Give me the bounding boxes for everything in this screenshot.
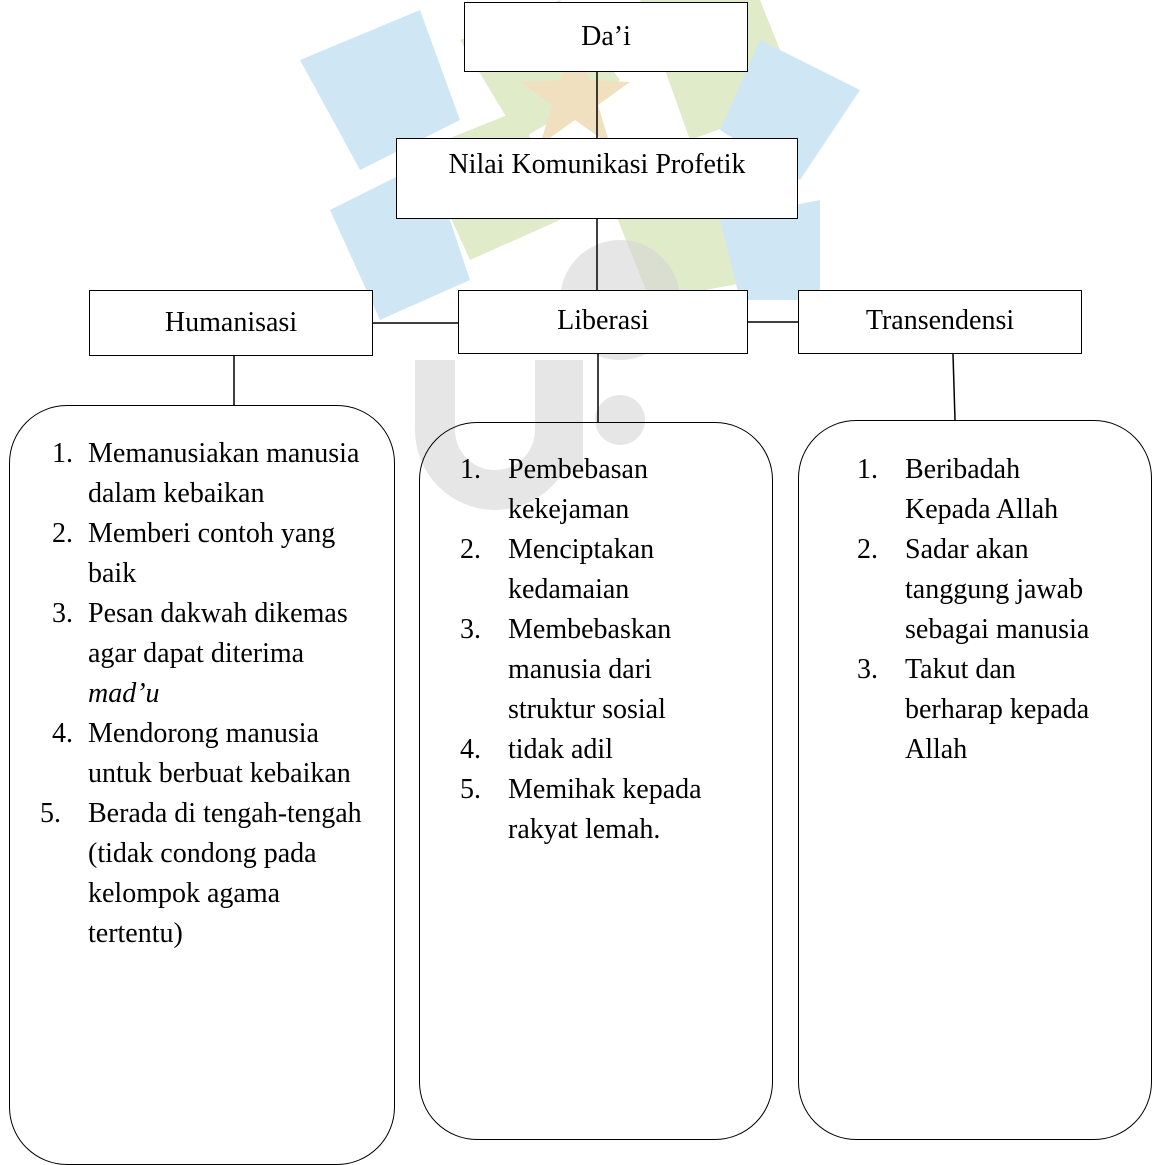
branch-transendensi-box: Transendensi [798,290,1082,354]
list-item: 2. Menciptakan kedamaian [460,530,735,610]
list-item-number: 3. [857,654,878,685]
center-node-box: Nilai Komunikasi Profetik [396,138,798,219]
list-item-number: 2. [52,518,73,549]
list-item-number: 5. [40,798,61,829]
branch-humanisasi-box: Humanisasi [89,290,373,356]
list-item-text: Memanusiakan manusia dalam kebaikan [88,438,360,509]
branch-humanisasi-label: Humanisasi [164,307,298,338]
list-item: 3. Membebaskan manusia dari struktur sos… [460,610,735,730]
list-item: 1. Memanusiakan manusia dalam kebaikan [40,434,370,514]
panel-transendensi [798,420,1152,1140]
list-item-text: Menciptakan kedamaian [508,534,655,605]
list-item-text: Mendorong manusia untuk berbuat kebaikan [88,718,351,789]
list-item-number: 3. [460,614,481,645]
list-item-text: Takut dan berharap kepada Allah [905,654,1090,765]
list-item: 4. Mendorong manusia untuk berbuat kebai… [40,714,370,794]
list-item-number: 4. [460,734,481,765]
list-item-text: tidak adil [508,734,613,765]
list-item: 1. Beribadah Kepada Allah [857,450,1112,530]
branch-liberasi-label: Liberasi [557,305,649,336]
center-node-label: Nilai Komunikasi Profetik [448,149,746,180]
list-item: 2. Sadar akan tanggung jawab sebagai man… [857,530,1112,650]
panel-liberasi [419,422,773,1140]
list-item: 1. Pembebasan kekejaman [460,450,735,530]
list-item-text: Berada di tengah-tengah (tidak condong p… [88,798,362,949]
list-item: 5. Berada di tengah-tengah (tidak condon… [40,794,370,954]
list-item-text: Pembebasan kekejaman [508,454,648,525]
root-node-box: Da’i [464,2,748,72]
list-item-number: 1. [857,454,878,485]
root-node-label: Da’i [581,21,631,52]
list-item-number: 3. [52,598,73,629]
liberasi-list: 1. Pembebasan kekejaman 2. Menciptakan k… [460,450,735,850]
line-transendensi-to-panel [952,353,956,421]
list-item: 3. Takut dan berharap kepada Allah [857,650,1112,770]
list-item-number: 2. [857,534,878,565]
list-item-text: Pesan dakwah dikemas agar dapat diterima [88,598,348,669]
list-item-text: Membebaskan manusia dari struktur sosial [508,614,672,725]
list-item-number: 4. [52,718,73,749]
list-item-text: Beribadah Kepada Allah [905,454,1059,525]
list-item-number: 5. [460,774,481,805]
list-item-text: Memberi contoh yang baik [88,518,336,589]
list-item: 5. Memihak kepada rakyat lemah. [460,770,735,850]
list-item-text: Memihak kepada rakyat lemah. [508,774,702,845]
branch-transendensi-label: Transendensi [865,305,1015,336]
list-item: 4. tidak adil [460,730,735,770]
list-item-italic-text: mad’u [88,678,160,709]
branch-liberasi-box: Liberasi [458,290,748,354]
list-item: 2. Memberi contoh yang baik [40,514,370,594]
humanisasi-list: 1. Memanusiakan manusia dalam kebaikan 2… [40,434,370,954]
list-item-text: Sadar akan tanggung jawab sebagai manusi… [905,534,1090,645]
list-item-number: 1. [52,438,73,469]
list-item-number: 1. [460,454,481,485]
list-item: 3. Pesan dakwah dikemas agar dapat diter… [40,594,370,714]
list-item-number: 2. [460,534,481,565]
transendensi-list: 1. Beribadah Kepada Allah 2. Sadar akan … [857,450,1112,770]
